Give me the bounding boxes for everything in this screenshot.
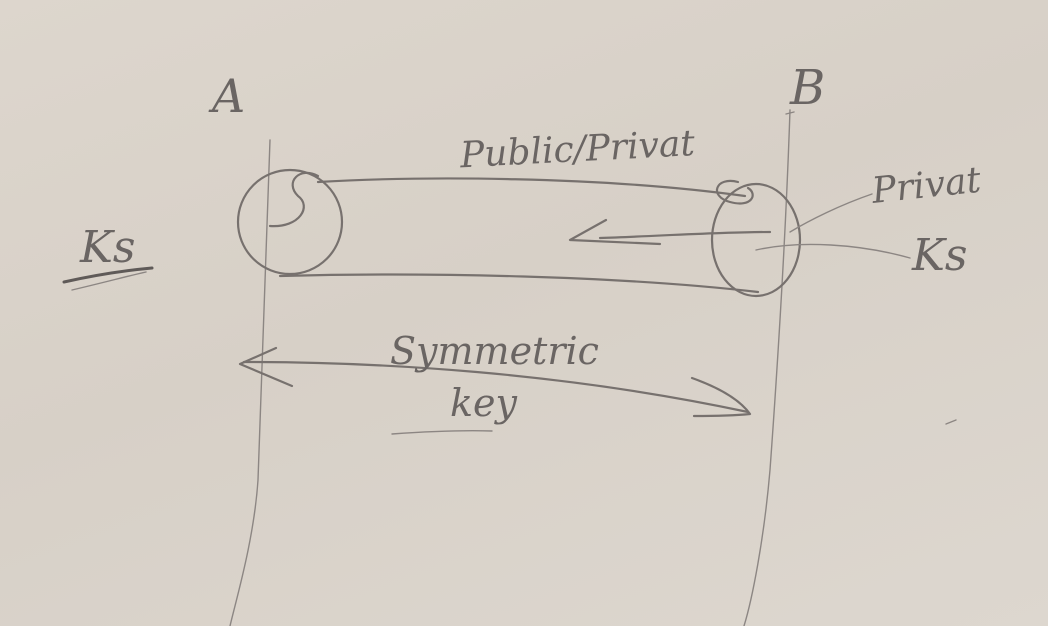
symmetric-arrowhead-right bbox=[690, 376, 752, 418]
lifeline-b bbox=[743, 109, 791, 626]
session-key-a-underline-2 bbox=[71, 271, 147, 291]
party-b-curl bbox=[715, 179, 754, 205]
party-a-key-circle bbox=[236, 168, 344, 276]
party-b-label: B bbox=[789, 60, 825, 116]
lifeline-b-top-tick bbox=[785, 111, 795, 115]
channel-bottom-line bbox=[278, 273, 760, 294]
key-label: key bbox=[450, 381, 518, 425]
session-key-a-underline bbox=[62, 266, 154, 284]
party-b-key-oval bbox=[710, 182, 802, 298]
lifeline-a bbox=[229, 139, 271, 626]
party-a-label: A bbox=[208, 69, 245, 123]
symmetric-label: Symmetric bbox=[390, 329, 599, 373]
session-key-a-label: Ks bbox=[79, 222, 135, 273]
symmetric-arrow-line bbox=[242, 360, 750, 414]
symmetric-arrowhead-left bbox=[238, 346, 294, 388]
party-a-curl bbox=[268, 171, 320, 228]
public-private-label: Public/Privat bbox=[458, 123, 696, 176]
session-key-b-label: Ks bbox=[911, 230, 967, 281]
stray-mark bbox=[945, 419, 957, 425]
key-underline bbox=[391, 430, 493, 435]
private-key-pointer bbox=[789, 193, 873, 233]
session-key-pointer-b bbox=[755, 243, 911, 259]
channel-top-line bbox=[316, 177, 747, 198]
channel-return-arrowhead bbox=[568, 218, 662, 246]
private-key-label: Privat bbox=[869, 160, 983, 212]
channel-return-arrow bbox=[598, 230, 772, 240]
